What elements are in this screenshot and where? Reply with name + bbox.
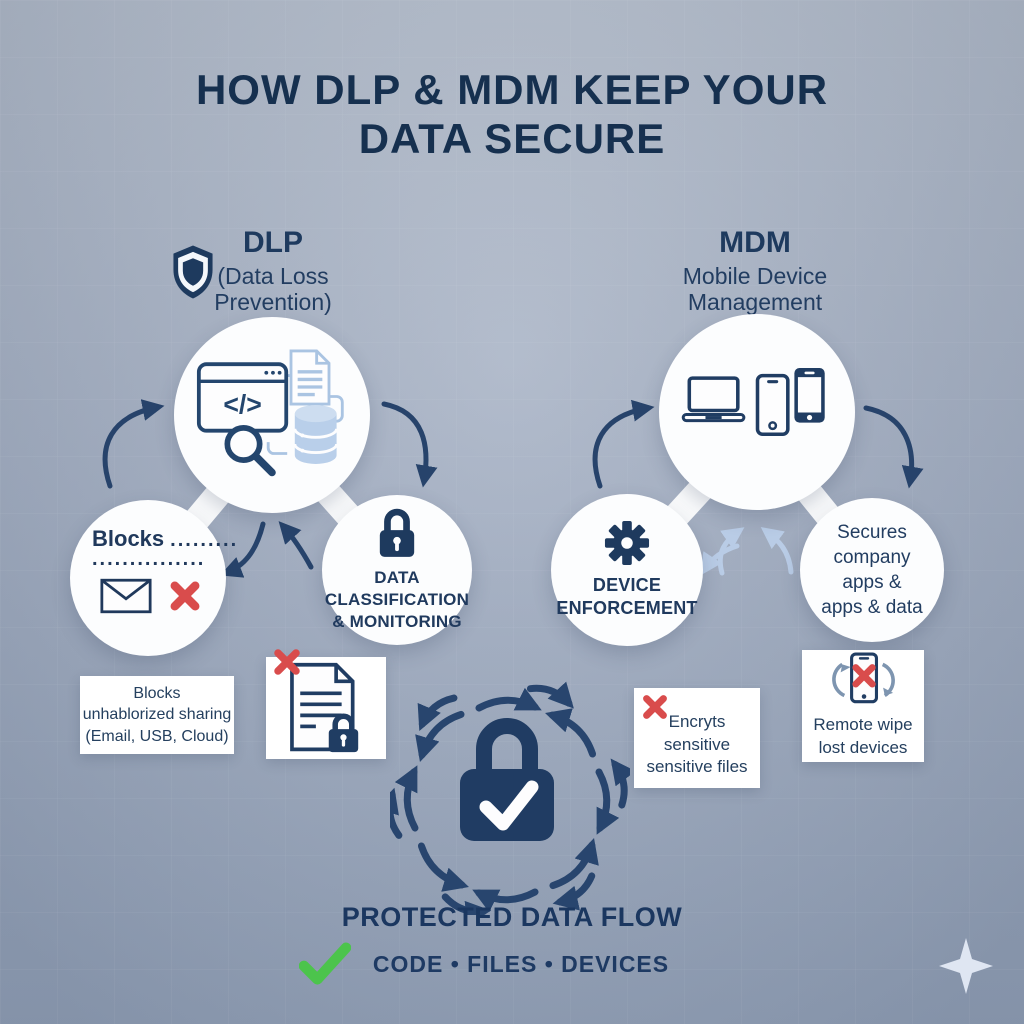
mdm-secures-circle: Secures company apps & apps & data [800, 498, 944, 642]
big-padlock [460, 718, 554, 841]
encrypts-callout: Encryts sensitive sensitive files [634, 688, 760, 788]
blocks-label: Blocks [92, 526, 165, 551]
sparkle-icon [939, 938, 993, 994]
mdm-arrow-down-icon [863, 405, 924, 489]
svg-text:</>: </> [223, 389, 261, 419]
page-title: HOW DLP & MDM KEEP YOUR DATA SECURE [195, 66, 829, 162]
remote-wipe-text: Remote wipe lost devices [813, 715, 913, 757]
mdm-arrow-up-icon [592, 399, 655, 489]
encrypts-text: Encryts sensitive sensitive files [646, 711, 748, 777]
check-icon [479, 780, 539, 831]
mdm-mid-arrow-left-icon [700, 543, 740, 576]
dots-bottom: ............... [92, 548, 206, 570]
document-lock-icon [290, 662, 359, 753]
mdm-header: MDM Mobile Device Management [650, 226, 860, 315]
code-window-icon: </> [196, 361, 289, 433]
laptop-icon [681, 376, 746, 423]
padlock-check-icon [390, 681, 630, 915]
classification-label: DATA CLASSIFICATION & MONITORING [324, 568, 470, 631]
mdm-mid-arrows [700, 527, 794, 576]
blocked-x-icon [274, 649, 300, 675]
dlp-heading: DLP [243, 226, 303, 259]
envelope-icon [100, 578, 152, 614]
blocked-x-icon [852, 664, 876, 688]
dlp-classification-circle: DATA CLASSIFICATION & MONITORING [322, 495, 472, 645]
phone-wipe-icon [832, 652, 895, 704]
mdm-heading: MDM [719, 226, 791, 259]
shield-icon [170, 244, 216, 300]
secures-label: Secures company apps & apps & data [821, 521, 923, 619]
locked-document-callout [266, 649, 386, 759]
green-check-icon [298, 942, 351, 985]
dlp-hub-icons: </> [196, 348, 344, 476]
dlp-mid-arrow-left-icon [219, 521, 266, 578]
database-icon [293, 404, 339, 464]
gear-icon [604, 520, 650, 566]
dlp-flow-arrows [102, 399, 924, 578]
dlp-arrow-up-icon [102, 399, 165, 489]
dlp-mid-arrow-up-icon [278, 521, 314, 570]
dlp-header: DLP (Data Loss Prevention) [168, 226, 378, 315]
blocks-sharing-callout: Blocks unhablorized sharing (Email, USB,… [80, 676, 234, 754]
dlp-blocks-circle: Blocks ......... ............... [70, 500, 236, 656]
mdm-enforcement-circle: DEVICE ENFORCEMENT [551, 494, 703, 646]
smartphone-outline-icon [755, 373, 790, 436]
dlp-subheading: (Data Loss Prevention) [214, 262, 332, 315]
swirl-arrows [390, 681, 630, 915]
mdm-hub-icons [681, 368, 825, 436]
dlp-arrow-down-icon [381, 401, 438, 488]
blocked-x-icon [643, 695, 667, 719]
dots-top: ......... [170, 529, 239, 551]
mdm-hub-circle [659, 314, 855, 510]
remote-wipe-callout: Remote wipe lost devices [802, 650, 924, 762]
smartphone-filled-icon [794, 368, 825, 423]
document-icon [289, 348, 331, 406]
padlock-icon [379, 509, 415, 558]
mdm-subheading: Mobile Device Management [682, 262, 828, 315]
dlp-hub-circle: </> [174, 317, 370, 513]
footer-row: CODE • FILES • DEVICES [0, 942, 996, 986]
mdm-mid-arrow-up2-icon [760, 527, 794, 575]
enforcement-label: DEVICE ENFORCEMENT [556, 574, 698, 618]
footer-items-label: CODE • FILES • DEVICES [372, 950, 670, 977]
search-magnifier-icon [224, 424, 276, 476]
blocked-x-icon [170, 581, 200, 611]
protected-data-flow-label: PROTECTED DATA FLOW [341, 902, 683, 932]
